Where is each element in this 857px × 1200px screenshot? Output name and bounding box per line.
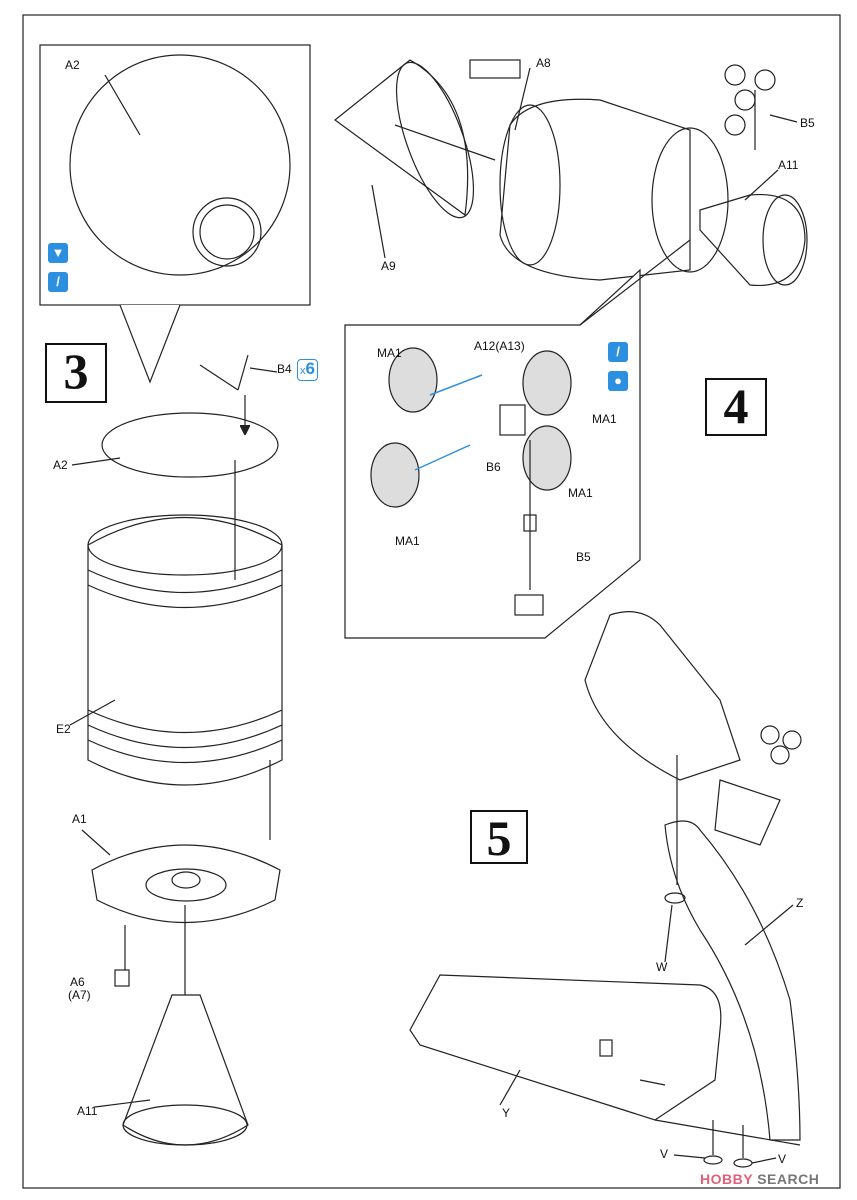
part-label: A8 bbox=[536, 56, 551, 70]
a2-disc-detail bbox=[69, 54, 291, 276]
part-label: Z bbox=[796, 896, 804, 910]
part-label: A2 bbox=[53, 458, 68, 472]
part-label: MA1 bbox=[377, 346, 402, 360]
step-number-4: 4 bbox=[705, 378, 767, 436]
service-module bbox=[499, 98, 691, 281]
z-stand-arm bbox=[664, 820, 801, 1141]
part-label: A9 bbox=[381, 259, 396, 273]
part-label: B4 bbox=[277, 362, 292, 376]
qty-value: 6 bbox=[305, 359, 315, 378]
part-label: A11 bbox=[778, 158, 799, 172]
part-label: Y bbox=[502, 1106, 511, 1120]
part-label: A11 bbox=[77, 1104, 98, 1118]
part-label: MA1 bbox=[568, 486, 593, 500]
a9-cone bbox=[334, 59, 469, 217]
part-label: A2 bbox=[65, 58, 80, 72]
detail-frame-a2 bbox=[39, 44, 311, 306]
part-label: W bbox=[656, 960, 668, 974]
a1-base bbox=[91, 844, 281, 924]
paint-icon: / bbox=[48, 272, 68, 292]
watermark: HOBBY SEARCH bbox=[700, 1171, 819, 1187]
heat-shield bbox=[651, 127, 729, 273]
csm-model bbox=[584, 611, 741, 781]
part-label: A12(A13) bbox=[474, 339, 525, 353]
part-label: B5 bbox=[576, 550, 591, 564]
part-label: (A7) bbox=[68, 988, 91, 1002]
callout-pointer bbox=[119, 304, 181, 384]
part-label: B6 bbox=[486, 460, 501, 474]
a11-nozzle bbox=[122, 994, 249, 1146]
b5-antenna-top bbox=[724, 64, 776, 150]
qty-prefix: x bbox=[300, 365, 306, 377]
step-number-5: 5 bbox=[470, 810, 528, 864]
part-label: MA1 bbox=[592, 412, 617, 426]
quantity-badge: x6 bbox=[297, 359, 318, 381]
a2-disc bbox=[101, 412, 279, 478]
cement-icon: ▼ bbox=[48, 243, 68, 263]
watermark-part2: SEARCH bbox=[757, 1171, 820, 1187]
e2-cylinder bbox=[87, 517, 283, 786]
paint-icon: / bbox=[608, 342, 628, 362]
drop-icon: ● bbox=[608, 371, 628, 391]
page-frame bbox=[22, 14, 841, 1189]
a8-part bbox=[469, 59, 521, 79]
part-label: B5 bbox=[800, 116, 815, 130]
e2-ribs bbox=[87, 569, 283, 763]
a11-engine bbox=[699, 193, 806, 287]
part-label: E2 bbox=[56, 722, 71, 736]
part-label: V bbox=[778, 1152, 787, 1166]
b5-antenna bbox=[760, 725, 802, 765]
part-label: V bbox=[660, 1147, 669, 1161]
watermark-part1: HOBBY bbox=[700, 1171, 753, 1187]
y-base bbox=[409, 974, 722, 1121]
part-label: A6 bbox=[70, 975, 85, 989]
part-label: MA1 bbox=[395, 534, 420, 548]
engine-bell bbox=[714, 779, 781, 846]
part-label: A1 bbox=[72, 812, 87, 826]
step-number-3: 3 bbox=[45, 343, 107, 403]
